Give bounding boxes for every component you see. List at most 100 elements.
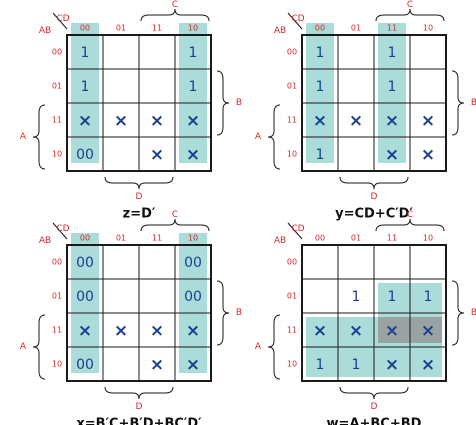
brace-label-C: C [172, 0, 178, 10]
cell-value: 1 [189, 45, 198, 61]
col-label: 01 [116, 234, 126, 243]
row-label: 00 [52, 48, 62, 57]
col-variable-label: CD [291, 14, 304, 24]
col-label: 10 [423, 234, 433, 243]
cell-value: 1 [81, 79, 90, 95]
cell-value: × [421, 111, 435, 131]
row-variable-label: AB [39, 26, 51, 36]
row-label: 10 [287, 150, 297, 159]
brace-A [32, 104, 46, 170]
row-label: 00 [287, 48, 297, 57]
cell-value: 00 [76, 255, 94, 271]
group-highlight-1 [179, 23, 207, 163]
group-highlight-0 [306, 23, 334, 163]
brace-label-A: A [20, 342, 27, 352]
row-label: 11 [52, 326, 62, 335]
brace-label-D: D [136, 192, 143, 202]
brace-label-D: D [371, 192, 378, 202]
cell-value: 00 [76, 357, 94, 373]
col-label: 01 [116, 24, 126, 33]
cell-value: × [421, 355, 435, 375]
col-label: 10 [188, 24, 198, 33]
row-label: 01 [52, 292, 62, 301]
row-label: 11 [52, 116, 62, 125]
cell-value: × [186, 145, 200, 165]
cell-value: × [186, 321, 200, 341]
brace-D [339, 176, 409, 190]
cell-value: × [421, 321, 435, 341]
brace-D [339, 386, 409, 400]
cell-value: × [114, 321, 128, 341]
row-label: 00 [52, 258, 62, 267]
brace-C [140, 218, 210, 232]
cell-value: 00 [76, 289, 94, 305]
brace-label-A: A [255, 132, 262, 142]
cell-value: × [385, 321, 399, 341]
brace-A [32, 314, 46, 380]
equation-label: z=D′ [123, 207, 156, 222]
brace-label-D: D [371, 402, 378, 412]
brace-A [267, 104, 281, 170]
cell-value: × [150, 111, 164, 131]
brace-C [375, 8, 445, 22]
cell-value: × [114, 111, 128, 131]
col-label: 11 [387, 24, 397, 33]
cell-value: × [385, 355, 399, 375]
cell-value: 1 [352, 289, 361, 305]
cell-value: 1 [189, 79, 198, 95]
col-label: 00 [315, 234, 325, 243]
cell-value: × [78, 321, 92, 341]
cell-value: 1 [388, 45, 397, 61]
brace-label-B: B [471, 98, 476, 108]
col-label: 00 [315, 24, 325, 33]
cell-value: 1 [424, 289, 433, 305]
brace-C [375, 218, 445, 232]
row-label: 10 [52, 150, 62, 159]
equation-label: y=CD+C′D′ [335, 207, 413, 222]
cell-value: × [150, 355, 164, 375]
corner-diagonal [52, 222, 68, 240]
corner-diagonal [52, 12, 68, 30]
group-highlight-1 [378, 23, 406, 163]
cell-value: 00 [184, 255, 202, 271]
brace-A [267, 314, 281, 380]
corner-diagonal [287, 222, 303, 240]
group-highlight-0 [71, 23, 99, 163]
cell-value: × [186, 111, 200, 131]
row-label: 11 [287, 116, 297, 125]
cell-value: × [385, 145, 399, 165]
brace-B [451, 280, 465, 346]
cell-value: 1 [388, 289, 397, 305]
cell-value: 1 [316, 79, 325, 95]
row-label: 10 [287, 360, 297, 369]
cell-value: 1 [81, 45, 90, 61]
cell-value: × [421, 145, 435, 165]
brace-B [451, 70, 465, 136]
brace-label-C: C [407, 0, 413, 10]
equation-label: w=A+BC+BD [327, 417, 422, 425]
cell-value: × [186, 355, 200, 375]
equation-label: x=B′C+B′D+BC′D′ [76, 417, 202, 425]
brace-label-A: A [255, 342, 262, 352]
brace-label-B: B [236, 308, 242, 318]
cell-value: 1 [388, 79, 397, 95]
col-variable-label: CD [56, 224, 69, 234]
cell-value: × [313, 111, 327, 131]
col-label: 01 [351, 234, 361, 243]
cell-value: × [349, 321, 363, 341]
brace-label-B: B [236, 98, 242, 108]
cell-value: × [150, 321, 164, 341]
row-label: 01 [287, 82, 297, 91]
cell-value: 00 [184, 289, 202, 305]
cell-value: 00 [76, 147, 94, 163]
cell-value: × [349, 111, 363, 131]
col-label: 11 [152, 234, 162, 243]
brace-B [216, 70, 230, 136]
corner-diagonal [287, 12, 303, 30]
cell-value: × [78, 111, 92, 131]
col-variable-label: CD [56, 14, 69, 24]
cell-value: 1 [316, 357, 325, 373]
